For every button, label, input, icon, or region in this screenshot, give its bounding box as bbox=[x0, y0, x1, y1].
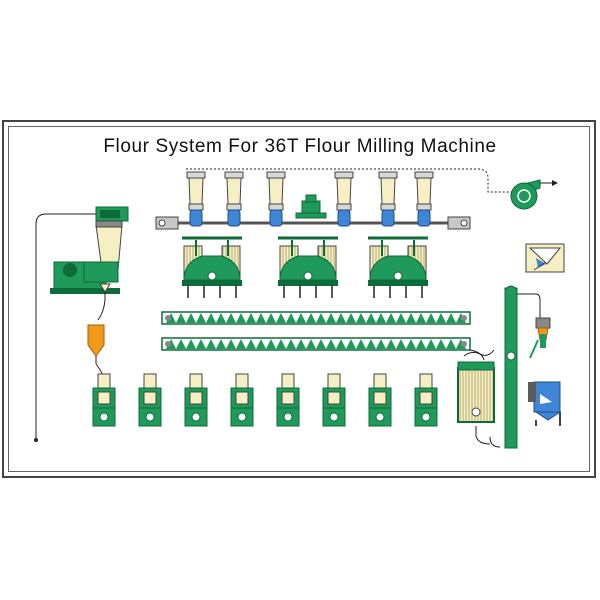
feed-hopper bbox=[525, 243, 565, 273]
plansifter bbox=[368, 236, 428, 298]
bag-filter bbox=[414, 171, 434, 227]
packing-scale bbox=[92, 373, 116, 427]
packing-scale bbox=[414, 373, 438, 427]
packing-scale bbox=[230, 373, 254, 427]
outer-frame bbox=[2, 120, 596, 478]
bag-filter bbox=[186, 171, 206, 227]
packing-scale-row bbox=[92, 373, 438, 427]
bag-filter bbox=[266, 171, 286, 227]
packing-scale bbox=[276, 373, 300, 427]
inner-frame bbox=[8, 126, 590, 472]
center-fan bbox=[295, 194, 327, 219]
left-pneumatic-unit bbox=[34, 206, 129, 442]
screw-conveyor bbox=[161, 311, 471, 325]
packing-scale bbox=[138, 373, 162, 427]
bucket-elevator bbox=[489, 285, 541, 449]
screw-conveyor bbox=[161, 337, 471, 351]
orange-cyclone bbox=[87, 324, 105, 379]
bag-filter-row bbox=[186, 171, 434, 227]
plansifter bbox=[182, 236, 242, 298]
plansifter-row bbox=[182, 236, 428, 298]
top-airlock-line bbox=[155, 216, 471, 230]
bag-filter bbox=[378, 171, 398, 227]
packing-scale bbox=[322, 373, 346, 427]
dust-collector bbox=[528, 381, 562, 426]
air-duct-line bbox=[186, 168, 512, 193]
check-sifter bbox=[457, 349, 495, 445]
screw-conveyor-row bbox=[161, 311, 485, 361]
bag-filter bbox=[334, 171, 354, 227]
plansifter bbox=[278, 236, 338, 298]
blower-fan bbox=[510, 179, 558, 210]
page-title: Flour System For 36T Flour Milling Machi… bbox=[103, 136, 497, 157]
packing-scale bbox=[368, 373, 392, 427]
separator-unit bbox=[529, 317, 551, 359]
bag-filter bbox=[224, 171, 244, 227]
packing-scale bbox=[184, 373, 208, 427]
